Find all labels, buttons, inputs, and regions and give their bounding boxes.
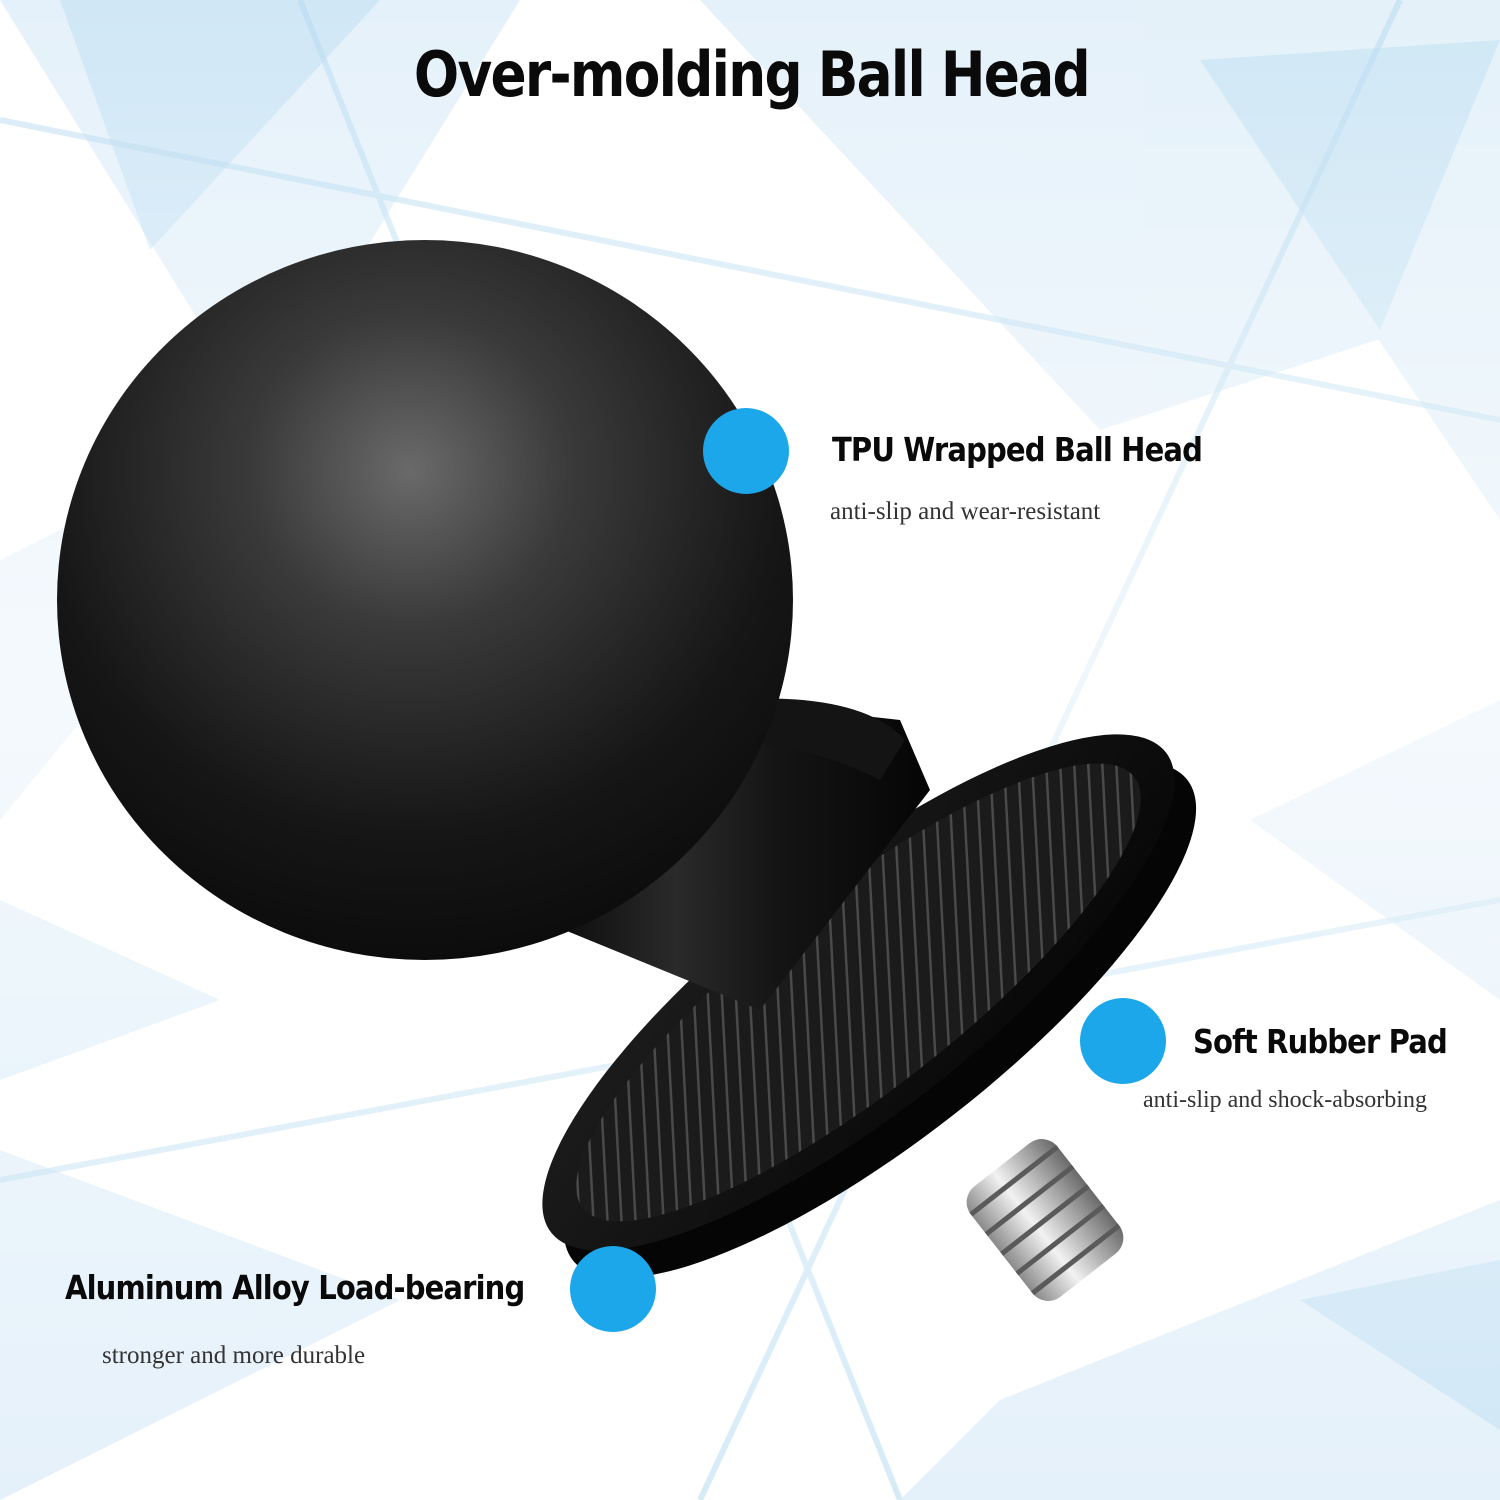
feature-marker-dot	[703, 408, 789, 494]
screw-icon	[966, 1139, 1124, 1301]
feature-title-tpu: TPU Wrapped Ball Head	[832, 430, 1203, 469]
feature-subtitle-tpu: anti-slip and wear-resistant	[830, 498, 1101, 525]
feature-title-rubber-pad: Soft Rubber Pad	[1193, 1022, 1448, 1061]
feature-marker-dot	[1080, 998, 1166, 1084]
feature-title-aluminum: Aluminum Alloy Load-bearing	[65, 1268, 525, 1307]
page-title: Over-molding Ball Head	[413, 38, 1091, 111]
feature-subtitle-aluminum: stronger and more durable	[102, 1342, 366, 1369]
feature-marker-dot	[570, 1246, 656, 1332]
base-plate	[542, 734, 1197, 1279]
feature-subtitle-rubber-pad: anti-slip and shock-absorbing	[1143, 1087, 1427, 1113]
